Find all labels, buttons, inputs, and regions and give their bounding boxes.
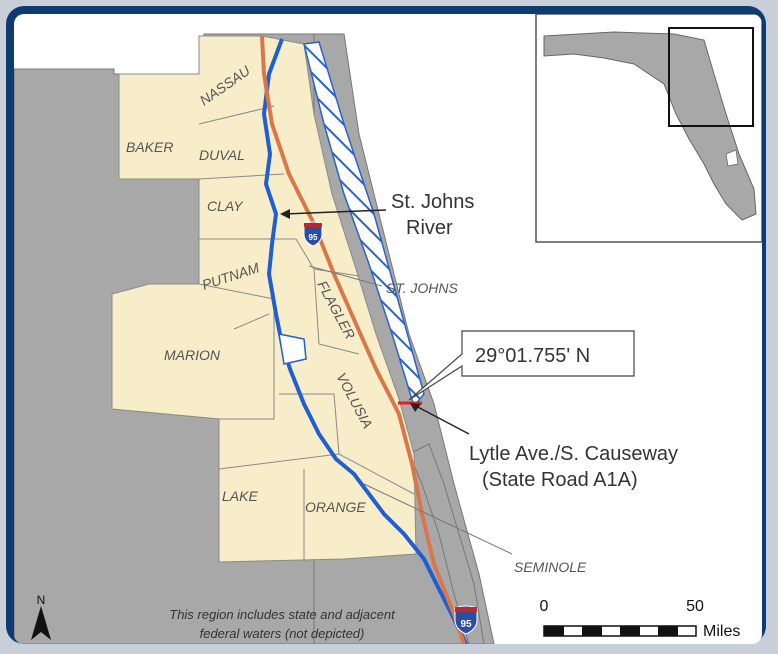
leader-st-johns <box>308 265 383 287</box>
map-panel: NASSAU BAKER DUVAL CLAY PUTNAM ST. JOHNS… <box>14 14 762 644</box>
interstate-shield-north-label: 95 <box>309 233 318 242</box>
north-arrow-icon <box>31 606 51 640</box>
leader-seminole <box>363 483 513 555</box>
county-label-orange: ORANGE <box>305 499 366 515</box>
interstate-95-route <box>260 35 466 644</box>
location-arrow-head <box>410 403 421 412</box>
location-leader-line <box>413 404 470 435</box>
inset-map <box>535 14 762 243</box>
county-label-clay: CLAY <box>207 198 244 214</box>
county-boundaries <box>198 105 415 562</box>
st-johns-river <box>261 38 468 644</box>
waters-note-line2: federal waters (not depicted) <box>200 626 365 641</box>
scale-unit-label: Miles <box>703 623 740 640</box>
county-label-duval: DUVAL <box>199 147 245 163</box>
map-svg: NASSAU BAKER DUVAL CLAY PUTNAM ST. JOHNS… <box>14 14 762 644</box>
river-arrow-head <box>280 209 290 219</box>
river-wetland <box>278 333 307 365</box>
north-arrow: N <box>31 593 51 640</box>
location-label-line2: (State Road A1A) <box>482 469 638 491</box>
scale-bar: 0 50 Miles <box>540 598 741 640</box>
inset-extent-box <box>668 27 754 127</box>
waters-note-line1: This region includes state and adjacent <box>169 607 396 622</box>
river-label-line2: River <box>406 217 453 239</box>
county-label-marion: MARION <box>164 347 221 363</box>
scale-start-label: 0 <box>540 598 549 615</box>
county-label-seminole: SEMINOLE <box>514 559 587 575</box>
scale-end-label: 50 <box>686 598 704 615</box>
county-label-st-johns: ST. JOHNS <box>386 280 458 296</box>
latitude-label: 29°01.755' N <box>475 345 590 367</box>
interstate-shield-north: 95 <box>303 221 323 247</box>
river-label-line1: St. Johns <box>391 191 474 213</box>
north-arrow-label: N <box>37 593 46 607</box>
county-label-baker: BAKER <box>126 139 173 155</box>
study-area-counties <box>111 35 417 563</box>
county-label-lake: LAKE <box>222 488 258 504</box>
interstate-shield-south: 95 <box>454 605 478 635</box>
state-federal-waters-hatch <box>303 41 425 408</box>
latitude-callout: 29°01.755' N <box>408 330 635 401</box>
inset-lake <box>725 149 739 167</box>
interstate-shield-south-label: 95 <box>460 619 472 630</box>
location-label-line1: Lytle Ave./S. Causeway <box>469 443 678 465</box>
river-arrow-line <box>283 209 387 215</box>
inset-florida-shape <box>543 31 757 221</box>
